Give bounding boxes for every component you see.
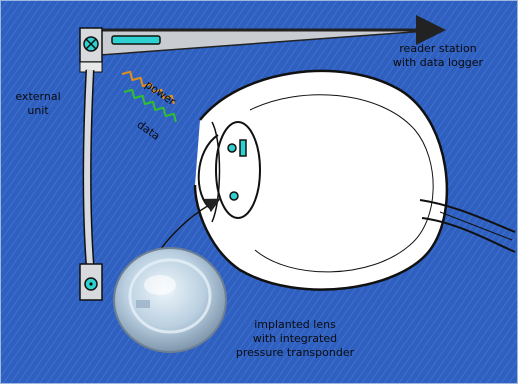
implanted-lens-image (114, 248, 226, 352)
reader-station-line2: with data logger (378, 56, 498, 70)
external-unit-label: external unit (4, 90, 72, 118)
lower-unit (80, 264, 102, 300)
implanted-lens-line2: with integrated (215, 332, 375, 346)
external-unit-line1: external (4, 90, 72, 104)
reader-station-label: reader station with data logger (378, 42, 498, 70)
implanted-lens-line1: implanted lens (215, 318, 375, 332)
reader-station-line1: reader station (378, 42, 498, 56)
implanted-lens-label: implanted lens with integrated pressure … (215, 318, 375, 360)
external-unit-line2: unit (4, 104, 72, 118)
implanted-lens-line3: pressure transponder (215, 346, 375, 360)
external-unit (80, 28, 102, 72)
